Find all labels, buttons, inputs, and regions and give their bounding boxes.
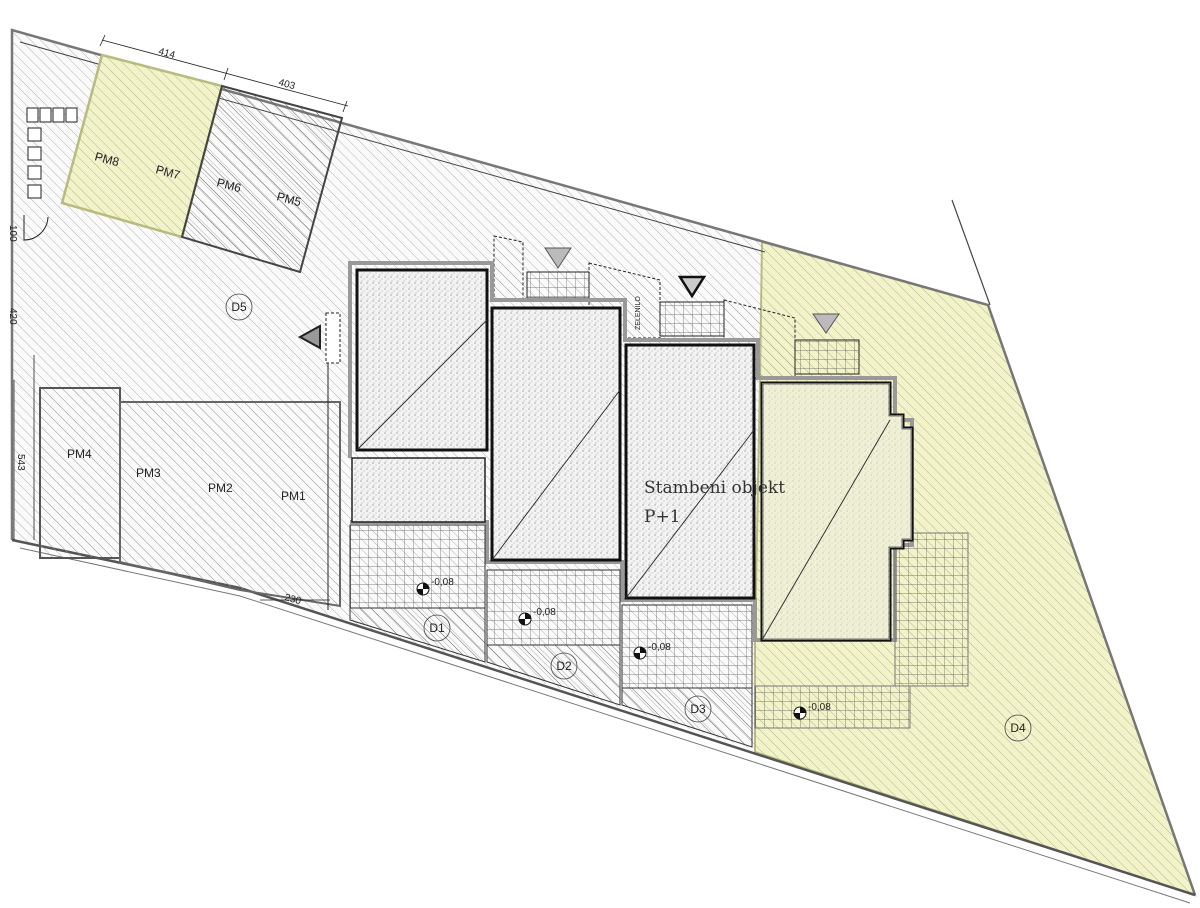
- parking-pm8-pm7-hatch: [62, 55, 222, 237]
- entrance-arrow-icon: [677, 275, 707, 299]
- parking-pm4: [39, 387, 121, 559]
- bins: [26, 107, 78, 199]
- parking-label-pm5: PM5: [275, 189, 303, 209]
- zone-label-d3: D3: [690, 702, 706, 716]
- parking-pm3-pm1: [119, 401, 341, 608]
- zone-label-d2: D2: [556, 659, 572, 673]
- parking-label-pm1: PM1: [281, 489, 306, 503]
- entrance-arrow-icon: [297, 324, 321, 350]
- dimension-420: 420: [7, 308, 18, 325]
- unit-3: [621, 343, 756, 748]
- building-label: Stambeni objekt: [644, 478, 785, 498]
- dimension-lines: [13, 34, 349, 601]
- dimension-414: 414: [157, 46, 176, 61]
- parking-label-pm2: PM2: [208, 481, 233, 495]
- parking-label-pm7: PM7: [154, 162, 182, 182]
- parking-label-pm6: PM6: [215, 175, 243, 195]
- parking-label-pm4: PM4: [67, 447, 92, 461]
- site-boundary-inner: [19, 547, 1191, 904]
- zone-label-d1: D1: [429, 621, 445, 635]
- unit-2: [486, 306, 622, 706]
- level-label: -0,08: [808, 702, 831, 713]
- unit-4: [754, 381, 969, 729]
- dimension-403: 403: [277, 77, 296, 92]
- gate-icon: [23, 215, 49, 241]
- dimension-100: 100: [7, 225, 18, 242]
- zone-label-d5: D5: [231, 300, 247, 314]
- level-label: -0,08: [648, 642, 671, 653]
- dimension-543: 543: [15, 454, 26, 471]
- zone-labels: [225, 293, 1032, 742]
- level-label: -0,08: [431, 577, 454, 588]
- building-outer-wall: [348, 261, 914, 642]
- building-floors: P+1: [644, 507, 681, 527]
- parking-label-pm3: PM3: [136, 466, 161, 480]
- parking-pm6-pm5: [180, 84, 344, 274]
- level-label: -0,08: [533, 607, 556, 618]
- boundary-line: [951, 199, 991, 306]
- site-boundary: [10, 28, 1197, 896]
- unit-1: [349, 268, 489, 663]
- green-note: ZELENILO: [635, 296, 642, 330]
- entrance-arrow-icon: [812, 313, 840, 334]
- entrance-arrow-icon: [544, 247, 572, 269]
- level-markers: [416, 582, 807, 720]
- zone-label-d4: D4: [1010, 721, 1026, 735]
- dimension-230: 230: [283, 592, 302, 607]
- parking-label-pm8: PM8: [93, 149, 121, 169]
